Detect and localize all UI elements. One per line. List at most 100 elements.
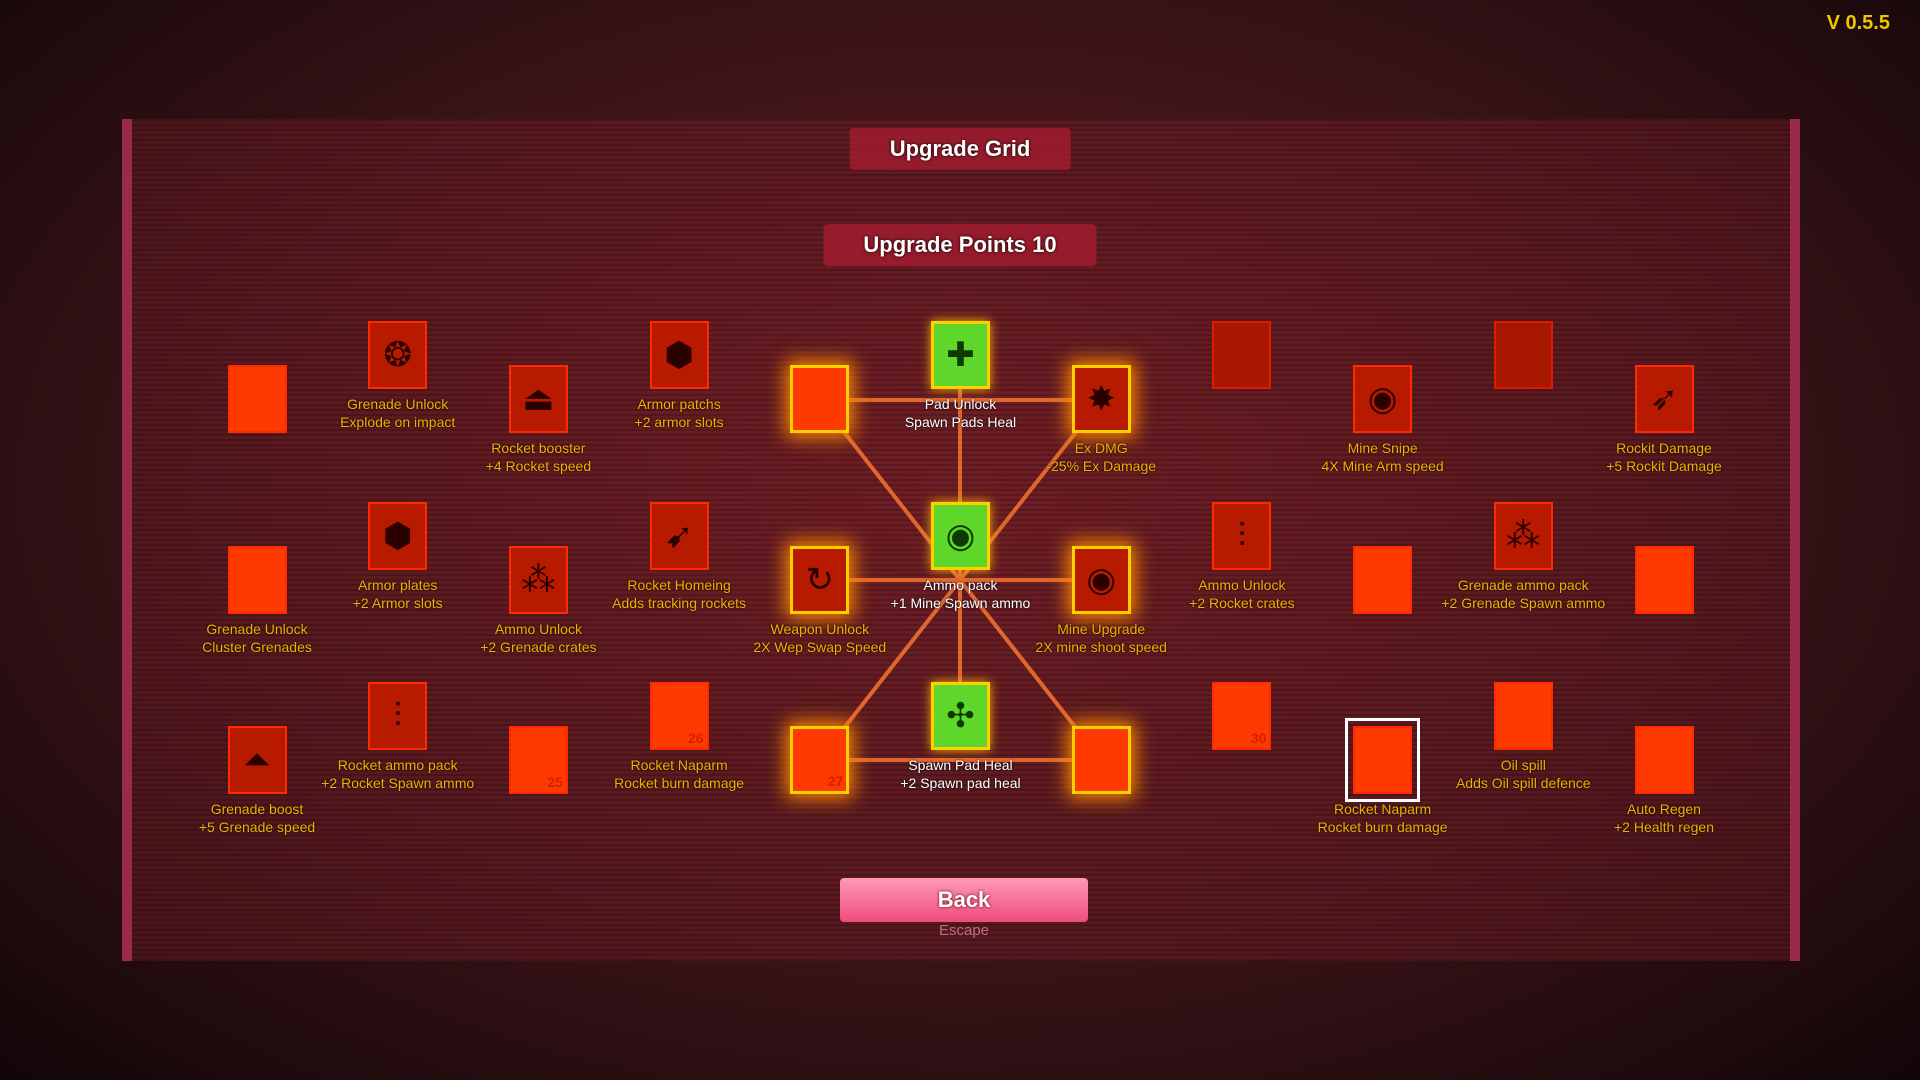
tile-label: Rocket ammo pack+2 Rocket Spawn ammo [313,756,483,792]
tile-description: +2 Grenade Spawn ammo [1441,595,1606,611]
tile-label: Grenade boost+5 Grenade speed [172,800,342,836]
upgrade-tile[interactable]: ⬢ [649,321,709,389]
upgrade-tile[interactable]: 26 [649,682,709,750]
tile-description: Explode on impact [340,414,456,430]
tile-label: Rockit Damage+5 Rockit Damage [1579,439,1749,475]
upgrade-tile[interactable]: ⫶ [1212,502,1272,570]
rocket-icon: ➶ [1649,380,1679,418]
plus-icon: ✚ [946,336,975,374]
tile-name: Pad Unlock [924,396,997,412]
tile-name: Rocket Naparm [1333,801,1432,817]
tile-description: 2X mine shoot speed [1035,639,1167,655]
upgrade-tile[interactable]: ✚ [931,321,990,389]
page-title: Upgrade Grid [849,128,1071,170]
grenades-icon: ⁂ [521,561,556,599]
upgrade-tile[interactable]: ✸ [1071,365,1131,433]
tile-name: Grenade boost [210,801,304,817]
tile-description: +4 Rocket speed [485,458,592,474]
tile-description: Cluster Grenades [202,639,312,655]
tile-name: Rocket Homeing [627,577,731,593]
tile-label: Spawn Pad Heal+2 Spawn pad heal [876,756,1046,792]
upgrade-tile[interactable]: ✣ [931,682,990,750]
upgrade-tile[interactable]: ⏏ [508,365,568,433]
upgrade-tile[interactable]: ◉ [1071,546,1131,614]
upgrade-tile[interactable]: ◉ [1353,365,1413,433]
tile-description: Adds tracking rockets [612,595,747,611]
tile-name: Ex DMG [1074,440,1128,456]
tile-name: Rocket ammo pack [337,757,458,773]
tile-description: +2 Grenade crates [480,639,597,655]
homing-rocket-icon: ➹ [664,517,694,555]
connection-line [817,398,1103,762]
tile-label: Rocket booster +4 Rocket speed [453,439,623,475]
tile-description: Spawn Pads Heal [904,414,1017,430]
tile-description: Adds Oil spill defence [1455,775,1591,791]
tile-label: Auto Regen +2 Health regen [1579,800,1749,836]
tile-description: +5 Rockit Damage [1606,458,1722,474]
upgrade-tile[interactable] [1493,682,1553,750]
tile-label: Mine Upgrade 2X mine shoot speed [1016,620,1186,656]
upgrade-tile[interactable]: ❂ [368,321,428,389]
upgrade-tile[interactable] [227,546,287,614]
upgrade-tile[interactable]: ⁂ [508,546,568,614]
upgrade-tile[interactable]: 27 [790,726,850,794]
upgrade-tile[interactable]: 25 [508,726,568,794]
upgrade-tile[interactable]: 30 [1212,682,1272,750]
tile-name: Mine Snipe [1347,440,1418,456]
upgrade-tile[interactable] [1212,321,1272,389]
upgrade-tile[interactable]: ⬢ [368,502,428,570]
back-button[interactable]: Back [840,878,1088,922]
tile-label: Ammo pack+1 Mine Spawn ammo [876,576,1046,612]
tile-name: Ammo Unlock [494,621,582,637]
grenade-icon: ❂ [383,336,412,374]
tile-description: 4X Mine Arm speed [1321,458,1444,474]
upgrade-tile[interactable] [1353,546,1413,614]
tile-name: Oil spill [1500,757,1546,773]
tile-name: Mine Upgrade [1057,621,1146,637]
tile-label: Armor patchs+2 armor slots [594,395,764,431]
tile-description: +2 Rocket crates [1189,595,1295,611]
upgrade-tile[interactable] [1071,726,1131,794]
upgrade-tile[interactable] [1345,718,1421,802]
tile-name: Auto Regen [1627,801,1701,817]
version-label: V 0.5.5 [1826,12,1890,34]
tile-label: Mine Snipe 4X Mine Arm speed [1298,439,1468,475]
tile-label: Grenade ammo pack+2 Grenade Spawn ammo [1438,576,1608,612]
tile-number: 26 [688,730,704,746]
tile-label: Ammo Unlock +2 Rocket crates [1157,576,1327,612]
tile-name: Armor plates [358,577,438,593]
armor-icon: ⬢ [664,336,694,374]
upgrade-tile[interactable] [1634,726,1694,794]
tile-description: Rocket burn damage [1317,819,1448,835]
upgrade-tile[interactable]: ◉ [931,502,990,570]
mine-icon: ◉ [945,517,976,555]
upgrade-tile[interactable] [1634,546,1694,614]
grenades-icon: ⁂ [1506,517,1541,555]
grenade-boost-icon: ⏶ [243,740,271,779]
tile-name: Rocket booster [491,440,586,456]
rocket-booster-icon: ⏏ [522,380,555,418]
upgrade-tile[interactable]: ⏶ [227,726,287,794]
upgrade-tile[interactable]: ↻ [790,546,850,614]
upgrade-tile[interactable]: ➶ [1634,365,1694,433]
tile-name: Rocket Naparm [630,757,728,773]
tile-description: +2 armor slots [634,414,724,430]
tile-label: Ex DMG-25% Ex Damage [1016,439,1186,475]
upgrade-tile[interactable] [790,365,850,433]
tile-description: +2 Health regen [1613,819,1715,835]
upgrade-tile[interactable]: ➹ [649,502,709,570]
back-label: Back [937,887,991,912]
tile-label: Ammo Unlock +2 Grenade crates [453,620,623,656]
upgrade-tile[interactable] [1493,321,1553,389]
escape-hint: Escape [938,922,990,939]
tile-name: Ammo pack [923,577,998,593]
upgrade-tile[interactable]: ⁂ [1493,502,1553,570]
tile-name: Ammo Unlock [1198,577,1286,593]
upgrade-tile[interactable]: ⫶ [368,682,428,750]
upgrade-tile[interactable] [227,365,287,433]
